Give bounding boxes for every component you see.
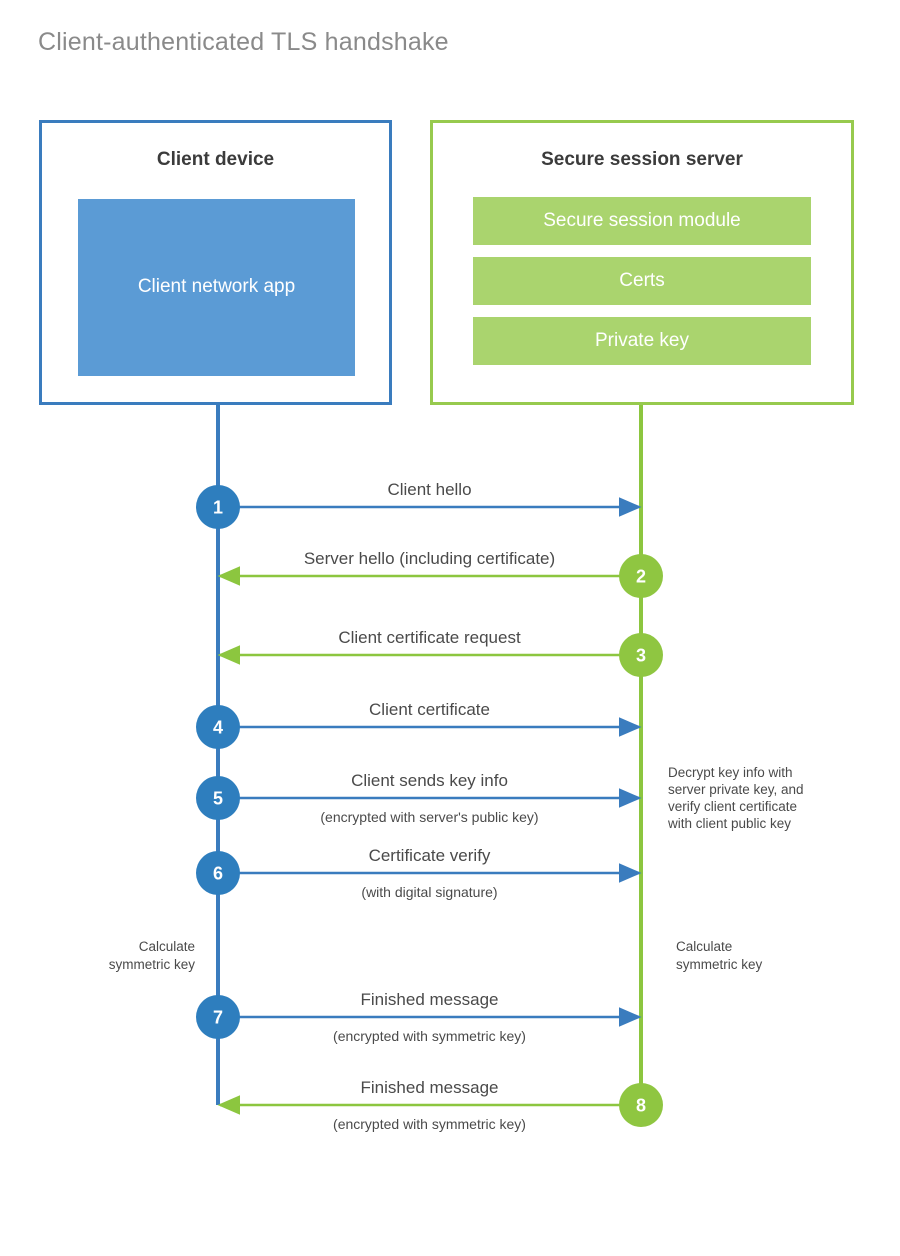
- server-calculate-note: Calculate symmetric key: [676, 939, 763, 972]
- server-module-list: Secure session module Certs Private key: [473, 197, 811, 377]
- sequence-step-7[interactable]: 7 Finished message (encrypted with symmetr…: [196, 990, 642, 1044]
- step-1-label: Client hello: [387, 480, 471, 499]
- step-6-sublabel: (with digital signature): [361, 884, 497, 900]
- server-calculate-note-line-1: Calculate: [676, 939, 732, 954]
- step-6-number: 6: [213, 864, 223, 884]
- sequence-step-5[interactable]: 5 Client sends key info (encrypted with se…: [196, 771, 642, 825]
- secure-session-server-title: Secure session server: [541, 149, 743, 170]
- step-8-label: Finished message: [361, 1078, 499, 1097]
- step-5-label: Client sends key info: [351, 771, 508, 790]
- step-1-number: 1: [213, 498, 223, 518]
- client-calculate-note-line-2: symmetric key: [109, 957, 196, 972]
- server-calculate-note-line-2: symmetric key: [676, 957, 763, 972]
- sequence-step-4[interactable]: 4 Client certificate: [196, 700, 642, 749]
- step-6-label: Certificate verify: [369, 846, 491, 865]
- step-7-number: 7: [213, 1008, 223, 1028]
- sequence-step-8[interactable]: 8 Finished message (encrypted with symmetr…: [217, 1078, 663, 1132]
- step-1-badge[interactable]: [196, 485, 240, 529]
- server-decrypt-note-line-3: verify client certificate: [668, 799, 797, 814]
- page-title: Client-authenticated TLS handshake: [38, 28, 449, 56]
- server-module-secure-session-module: Secure session module: [473, 197, 811, 245]
- step-3-number: 3: [636, 646, 646, 666]
- client-calculate-note: Calculate symmetric key: [109, 939, 196, 972]
- sequence-step-3[interactable]: 3 Client certificate request: [217, 628, 663, 677]
- step-6-badge[interactable]: [196, 851, 240, 895]
- server-decrypt-note: Decrypt key info with server private key,…: [667, 765, 804, 831]
- client-calculate-note-line-1: Calculate: [139, 939, 195, 954]
- sequence-step-1[interactable]: 1 Client hello: [196, 480, 642, 529]
- step-5-sublabel: (encrypted with server's public key): [320, 809, 538, 825]
- client-network-app-block: Client network app: [78, 199, 355, 376]
- step-5-badge[interactable]: [196, 776, 240, 820]
- step-4-label: Client certificate: [369, 700, 490, 719]
- server-decrypt-note-line-2: server private key, and: [668, 782, 804, 797]
- step-8-sublabel: (encrypted with symmetric key): [333, 1116, 526, 1132]
- step-2-number: 2: [636, 567, 646, 587]
- step-7-label: Finished message: [361, 990, 499, 1009]
- sequence-step-2[interactable]: 2 Server hello (including certificate): [217, 549, 663, 598]
- server-module-private-key: Private key: [473, 317, 811, 365]
- step-8-number: 8: [636, 1096, 646, 1116]
- step-4-number: 4: [213, 718, 223, 738]
- client-device-title: Client device: [156, 149, 275, 170]
- secure-session-server-box: Secure session server Secure session mod…: [430, 120, 854, 405]
- step-4-badge[interactable]: [196, 705, 240, 749]
- step-8-badge[interactable]: [619, 1083, 663, 1127]
- step-2-label: Server hello (including certificate): [304, 549, 555, 568]
- server-decrypt-note-line-4: with client public key: [667, 816, 791, 831]
- step-5-number: 5: [213, 789, 223, 809]
- step-2-badge[interactable]: [619, 554, 663, 598]
- step-7-badge[interactable]: [196, 995, 240, 1039]
- server-decrypt-note-line-1: Decrypt key info with: [668, 765, 793, 780]
- step-3-badge[interactable]: [619, 633, 663, 677]
- sequence-step-6[interactable]: 6 Certificate verify (with digital signatu…: [196, 846, 642, 900]
- server-module-certs: Certs: [473, 257, 811, 305]
- step-7-sublabel: (encrypted with symmetric key): [333, 1028, 526, 1044]
- step-3-label: Client certificate request: [338, 628, 521, 647]
- client-device-box: Client device Client network app: [39, 120, 392, 405]
